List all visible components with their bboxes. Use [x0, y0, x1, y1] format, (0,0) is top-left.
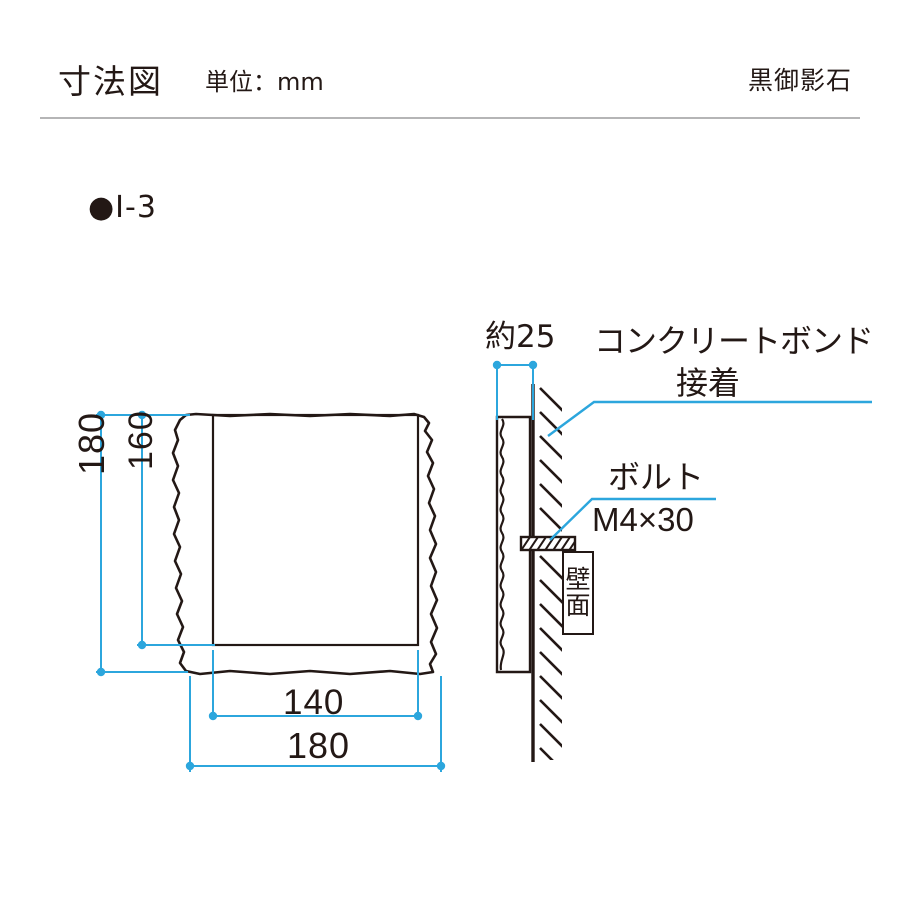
- side-view-thickness-dimension: [492, 360, 538, 420]
- dimension-label-width-inner: 140: [283, 683, 345, 722]
- page-title: 寸法図: [58, 62, 163, 101]
- header-divider: [40, 117, 860, 119]
- material-label: 黒御影石: [747, 66, 852, 95]
- side-view-bolt: [519, 535, 577, 552]
- unit-label: 単位：mm: [205, 68, 324, 96]
- annotation-concrete-bond-adhesion: 接着: [676, 364, 741, 402]
- front-view-dimension-endpoints: [96, 410, 446, 771]
- front-view-dimension-lines: [96, 414, 442, 772]
- front-view-stone-outline: [171, 412, 439, 676]
- dimension-label-height-outer: 180: [71, 411, 112, 475]
- annotation-wall-char-2: 面: [565, 591, 591, 620]
- leader-line-bolt: [549, 497, 716, 541]
- side-view-plate: [495, 415, 532, 674]
- front-view-inner-rectangle: [211, 413, 420, 647]
- dimension-label-thickness: 約25: [485, 319, 556, 355]
- side-view-wall: [531, 384, 562, 762]
- annotation-concrete-bond: コンクリートボンド: [594, 322, 874, 360]
- leader-line-bond: [547, 400, 872, 437]
- annotation-wall-char-1: 壁: [565, 564, 591, 594]
- annotation-wall-surface: 壁 面: [562, 551, 594, 635]
- annotation-bolt: ボルト: [608, 458, 705, 496]
- dimension-label-height-inner: 160: [122, 410, 160, 470]
- annotation-bolt-spec: M4×30: [592, 501, 694, 538]
- model-code-label: ●I-3: [88, 190, 157, 225]
- dimension-label-width-outer: 180: [287, 725, 351, 766]
